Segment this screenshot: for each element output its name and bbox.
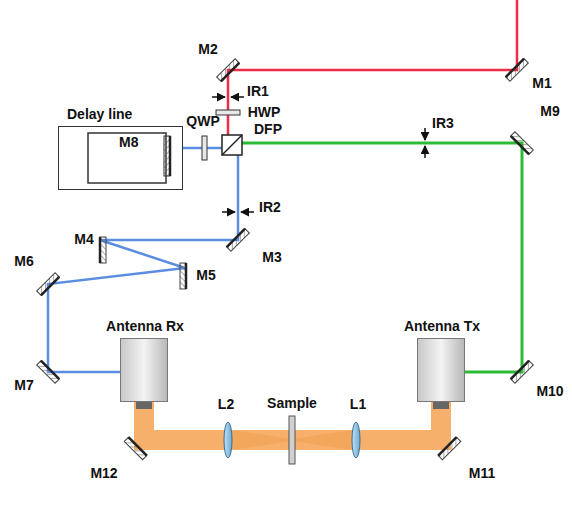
iris-pointer bbox=[231, 96, 244, 98]
part-label: M9 bbox=[540, 104, 559, 119]
mirror bbox=[37, 273, 60, 296]
mirror bbox=[506, 59, 529, 82]
delay-line-stage: Delay lineM8 bbox=[58, 126, 183, 190]
antenna-box: Antenna Tx bbox=[417, 338, 465, 402]
part-label: M11 bbox=[469, 466, 495, 481]
mirror bbox=[124, 437, 147, 460]
part-label: M8 bbox=[119, 135, 138, 150]
part-label: QWP bbox=[186, 114, 219, 129]
iris-pointer bbox=[212, 96, 225, 98]
retro-mirror-face bbox=[168, 136, 171, 176]
part-label: L2 bbox=[218, 397, 234, 412]
part-label: HWP bbox=[248, 105, 281, 120]
retro-mirror bbox=[164, 136, 170, 176]
mirror bbox=[227, 229, 250, 252]
node-heading: Antenna Rx bbox=[106, 319, 184, 334]
mirror bbox=[217, 59, 240, 82]
stage-carriage bbox=[88, 133, 166, 183]
mirror bbox=[511, 361, 534, 384]
part-label: M2 bbox=[198, 42, 217, 57]
part-label: M7 bbox=[14, 378, 33, 393]
part-label: M3 bbox=[262, 250, 281, 265]
iris-pointer bbox=[424, 128, 426, 140]
mirror bbox=[37, 361, 60, 384]
part-label: M1 bbox=[532, 76, 551, 91]
part-label: DFP bbox=[254, 122, 282, 137]
mirror bbox=[180, 263, 186, 289]
lens bbox=[352, 422, 360, 458]
part-label: M5 bbox=[196, 268, 215, 283]
part-label: M6 bbox=[14, 254, 33, 269]
part-label: M10 bbox=[536, 384, 563, 399]
antenna-box: Antenna Rx bbox=[120, 338, 168, 402]
part-label: IR2 bbox=[259, 200, 281, 215]
part-label: L1 bbox=[350, 397, 366, 412]
beam-splitter-cube bbox=[222, 135, 242, 155]
sample-plate bbox=[289, 416, 295, 464]
part-label: Sample bbox=[267, 396, 317, 411]
mirror bbox=[438, 437, 461, 460]
iris-pointer bbox=[424, 146, 426, 158]
mirror bbox=[511, 132, 534, 155]
antenna-nub bbox=[433, 402, 449, 409]
part-label: IR3 bbox=[432, 116, 454, 131]
mirror bbox=[100, 237, 106, 263]
quarter-wave-plate bbox=[202, 136, 207, 160]
transmitter-beam bbox=[232, 143, 522, 372]
part-label: IR1 bbox=[247, 84, 269, 99]
part-label: M12 bbox=[90, 466, 117, 481]
pump-beam bbox=[228, 0, 517, 143]
antenna-nub bbox=[136, 402, 152, 409]
node-heading: Antenna Tx bbox=[404, 319, 480, 334]
node-heading: Delay line bbox=[67, 107, 132, 122]
iris-pointer bbox=[222, 211, 235, 213]
iris-pointer bbox=[241, 211, 254, 213]
lens bbox=[224, 422, 232, 458]
part-label: M4 bbox=[74, 232, 93, 247]
